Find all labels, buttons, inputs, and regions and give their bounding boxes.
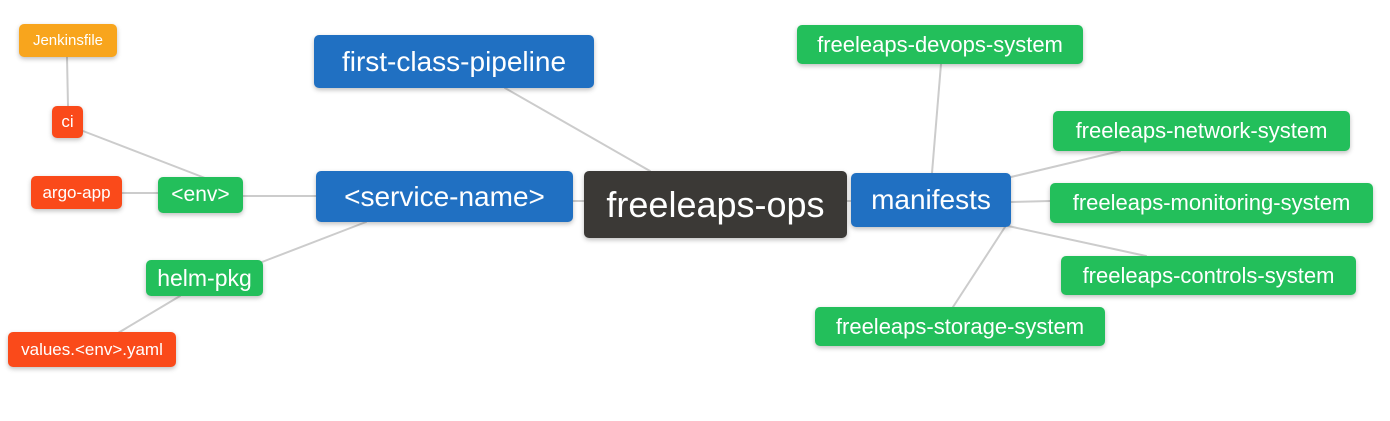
node-freeleaps-network-system[interactable]: freeleaps-network-system: [1053, 111, 1350, 151]
node-manifests[interactable]: manifests: [851, 173, 1011, 227]
node-argo-app[interactable]: argo-app: [31, 176, 122, 209]
node-ci[interactable]: ci: [52, 106, 83, 138]
node-freeleaps-storage-system[interactable]: freeleaps-storage-system: [815, 307, 1105, 346]
node-helm-pkg[interactable]: helm-pkg: [146, 260, 263, 296]
node-freeleaps-monitoring-system[interactable]: freeleaps-monitoring-system: [1050, 183, 1373, 223]
node-first-class-pipeline[interactable]: first-class-pipeline: [314, 35, 594, 88]
node-freeleaps-devops-system[interactable]: freeleaps-devops-system: [797, 25, 1083, 64]
node-env[interactable]: <env>: [158, 177, 243, 213]
node-jenkinsfile[interactable]: Jenkinsfile: [19, 24, 117, 57]
node-freeleaps-controls-system[interactable]: freeleaps-controls-system: [1061, 256, 1356, 295]
node-values-env-yaml[interactable]: values.<env>.yaml: [8, 332, 176, 367]
node-service-name[interactable]: <service-name>: [316, 171, 573, 222]
node-freeleaps-ops[interactable]: freeleaps-ops: [584, 171, 847, 238]
